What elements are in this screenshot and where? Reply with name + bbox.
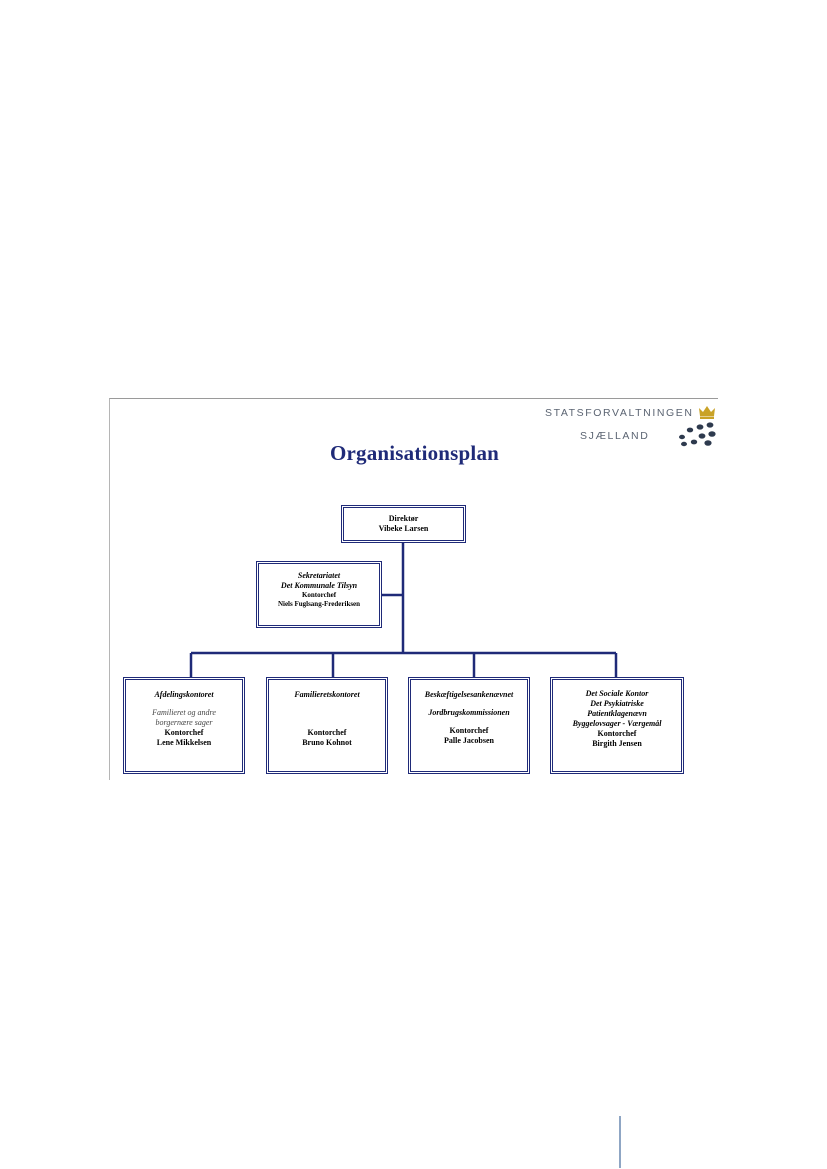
department-role: Kontorchef <box>307 728 347 737</box>
department-unit: Beskæftigelsesankenævnet <box>424 690 514 699</box>
department-role: Kontorchef <box>449 726 489 735</box>
secretariat-unit: Sekretariatet <box>297 571 341 580</box>
director-role: Direktør <box>388 514 419 523</box>
department-box: Familieretskontoret Kontorchef Bruno Koh… <box>266 677 388 774</box>
department-unit: Afdelingskontoret <box>154 690 214 699</box>
logo-dots-icon <box>679 422 716 447</box>
department-unit: Familieretskontoret <box>294 690 360 699</box>
footer-rule <box>619 1116 621 1168</box>
chart-title: Organisationsplan <box>329 441 500 465</box>
director-box: Direktør Vibeke Larsen <box>341 505 466 543</box>
department-unit: Det Sociale Kontor <box>585 689 649 698</box>
department-name: Birgith Jensen <box>592 739 642 748</box>
secretariat-name: Niels Fuglsang-Frederiksen <box>277 600 361 608</box>
director-name: Vibeke Larsen <box>378 524 429 533</box>
crown-icon <box>699 406 715 419</box>
department-role: Kontorchef <box>164 728 204 737</box>
logo-wordmark: STATSFORVALTNINGEN <box>545 407 694 419</box>
logo-region: SJÆLLAND <box>580 430 650 442</box>
department-name: Lene Mikkelsen <box>156 738 212 747</box>
connector-lines <box>189 542 618 678</box>
org-chart-figure: STATSFORVALTNINGEN SJÆLLAND Organisation… <box>109 398 718 780</box>
secretariat-role: Kontorchef <box>301 591 337 599</box>
department-unit3: Patientklagenævn <box>587 709 647 718</box>
department-unit2: Jordbrugskommissionen <box>428 708 510 717</box>
department-role: Kontorchef <box>597 729 637 738</box>
department-sub2: borgernære sager <box>155 718 213 727</box>
secretariat-box: Sekretariatet Det Kommunale Tilsyn Konto… <box>256 561 382 628</box>
department-box: Afdelingskontoret Familieret og andre bo… <box>123 677 245 774</box>
department-name: Palle Jacobsen <box>444 736 494 745</box>
department-name: Bruno Kohnot <box>302 738 352 747</box>
secretariat-unit2: Det Kommunale Tilsyn <box>280 581 358 590</box>
department-box: Det Sociale Kontor Det Psykiatriske Pati… <box>550 677 684 774</box>
department-box: Beskæftigelsesankenævnet Jordbrugskommis… <box>408 677 530 774</box>
department-unit4: Byggelovsager - Værgemål <box>572 719 662 728</box>
department-sub1: Familieret og andre <box>152 708 216 717</box>
department-unit2: Det Psykiatriske <box>590 699 644 708</box>
